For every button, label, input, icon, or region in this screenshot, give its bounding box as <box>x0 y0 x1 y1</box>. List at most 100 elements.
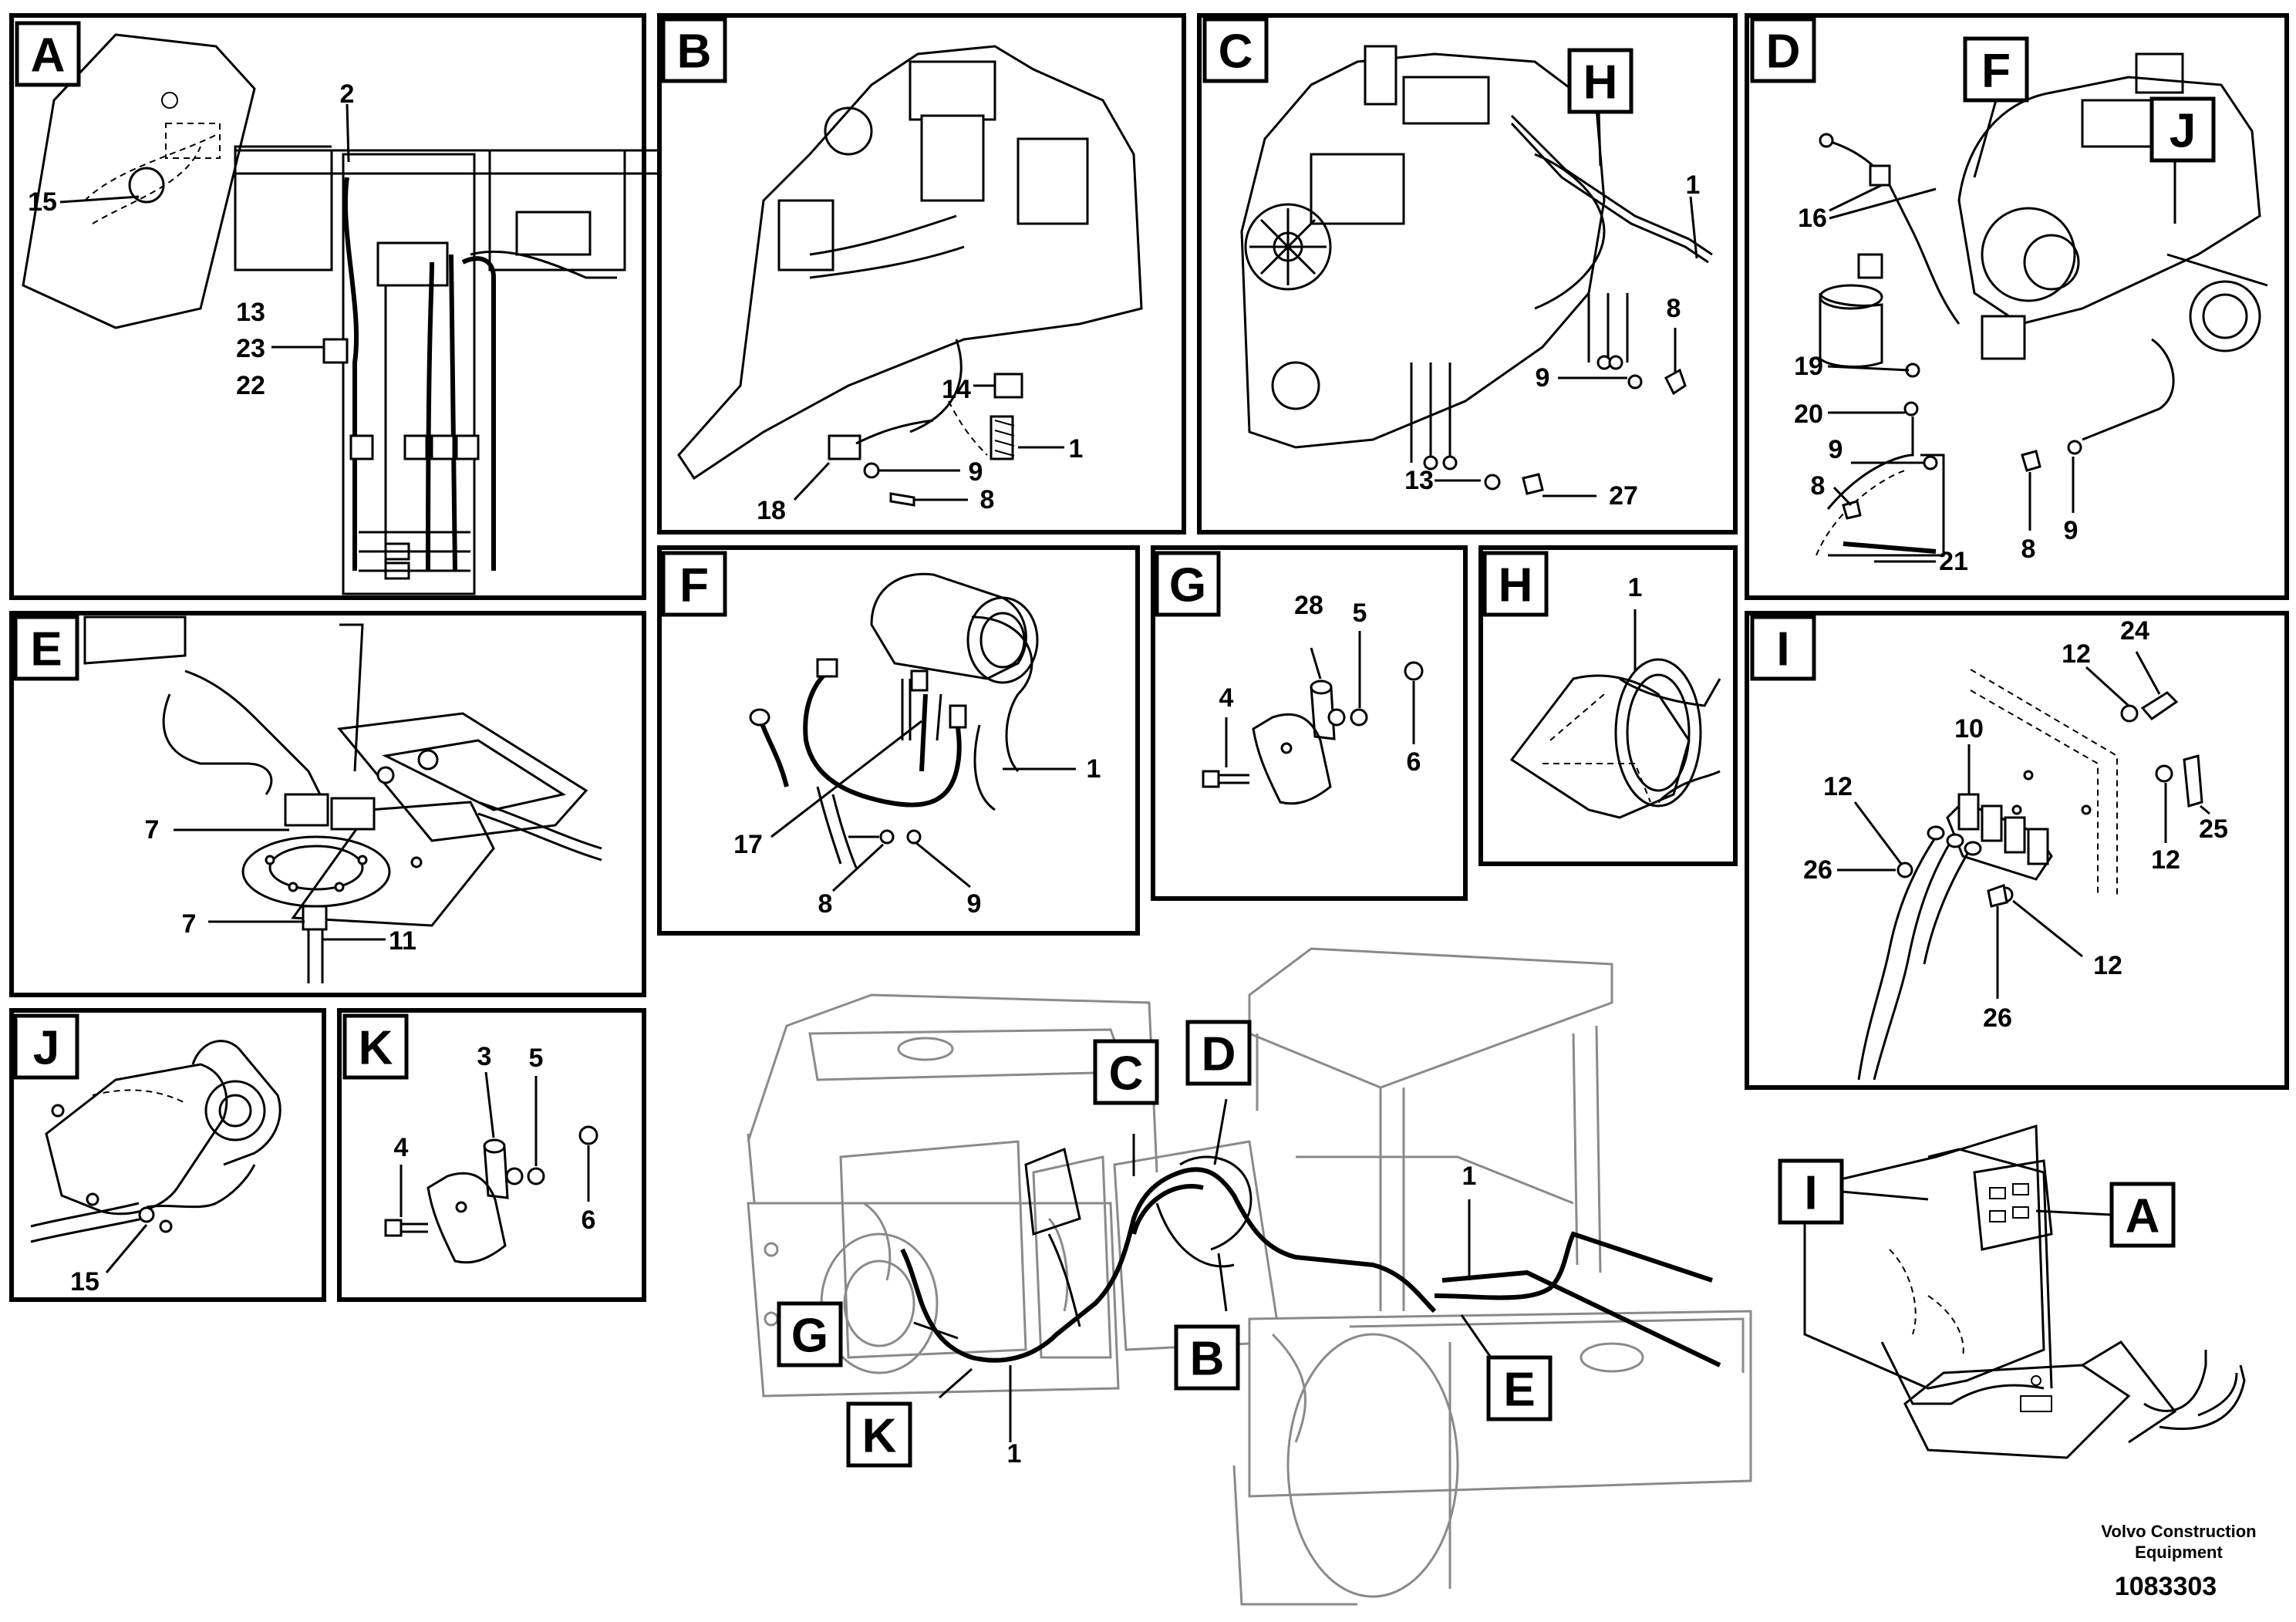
leader <box>1597 111 1602 167</box>
panel-k-label-box <box>342 1013 409 1080</box>
panel-a-label-box <box>15 21 81 87</box>
panel-g-label: G <box>1169 559 1206 612</box>
panel-e-label: E <box>30 623 62 676</box>
callout: 21 <box>1939 547 1968 576</box>
leader <box>1213 1098 1228 1165</box>
callout: 8 <box>1811 471 1826 501</box>
callout: 18 <box>757 496 786 525</box>
panel-f-drawing <box>749 572 1039 868</box>
callout: 1 <box>1686 170 1701 200</box>
drawing-number: 1083303 <box>2115 1572 2217 1601</box>
callout: 4 <box>394 1133 409 1162</box>
panel-d-sub-label-f-box <box>1963 36 2029 103</box>
callout: 6 <box>1407 747 1421 777</box>
panel-j-label: J <box>33 1022 59 1075</box>
leader <box>1310 647 1322 679</box>
callout: 24 <box>2120 616 2149 646</box>
leader <box>2200 804 2210 815</box>
overview-label-g-box <box>777 1301 843 1367</box>
callout: 11 <box>389 926 416 956</box>
overview-label-e-box <box>1486 1355 1553 1421</box>
panel-d-label-box <box>1750 17 1816 83</box>
callout: 1 <box>1069 434 1084 464</box>
panel-g-drawing <box>1202 661 1424 805</box>
control-panel-overview: I A <box>1778 1124 2246 1459</box>
overview-label-e: E <box>1503 1364 1535 1417</box>
callout: 3 <box>477 1042 492 1071</box>
panel-i-label-box <box>1750 615 1816 681</box>
leader <box>484 1071 495 1138</box>
leader <box>346 103 350 163</box>
callout: 8 <box>818 889 833 919</box>
overview-callout: 1 <box>1007 1439 1022 1469</box>
overview-label-c: C <box>1109 1047 1144 1101</box>
leader <box>1853 801 1903 865</box>
leader <box>793 461 831 501</box>
callout: 5 <box>1353 599 1367 628</box>
panel-b: 14 1 9 18 8 B <box>657 13 1186 534</box>
callout: 8 <box>2021 534 2036 564</box>
leader <box>770 720 922 838</box>
overview-label-k: K <box>862 1410 897 1463</box>
control-panel-drawing <box>1803 1124 2246 1459</box>
callout: 17 <box>733 830 763 859</box>
panel-j-label-box <box>13 1013 79 1080</box>
leader <box>1827 365 1910 372</box>
callout: 26 <box>1803 855 1832 885</box>
callout: 25 <box>2199 814 2228 844</box>
callout: 12 <box>2062 639 2091 669</box>
callout: 10 <box>1954 714 1984 744</box>
leader <box>2085 666 2130 707</box>
panel-c-sub-label-box <box>1567 48 1633 114</box>
panel-b-label: B <box>677 25 712 79</box>
panel-d-sub-label-f: F <box>1981 45 2011 98</box>
overview-label-c-box <box>1093 1039 1159 1105</box>
leader <box>1829 184 1883 212</box>
leader <box>1841 1190 1929 1201</box>
overview-label-g: G <box>791 1310 828 1363</box>
leader <box>1973 99 1998 178</box>
panel-e: 7 7 11 E <box>9 611 646 997</box>
panel-h: 1 H <box>1478 545 1738 866</box>
callout: 12 <box>2151 845 2180 875</box>
overview-label-k-box <box>846 1401 912 1468</box>
leader <box>913 1321 959 1340</box>
overview-machine: 1 1 C D G B K E <box>747 947 1752 1606</box>
panel-i-drawing <box>1857 669 2203 1081</box>
panel-a-drawing <box>22 33 669 595</box>
panel-h-drawing <box>1509 658 1721 819</box>
panel-h-label-box <box>1482 551 1549 617</box>
panel-f-label-box <box>661 551 727 617</box>
callout: 9 <box>2064 516 2079 545</box>
callout: 27 <box>1609 481 1638 511</box>
leader <box>1689 196 1698 259</box>
callout: 22 <box>236 371 265 400</box>
callout: 9 <box>967 889 982 919</box>
callout: 15 <box>28 187 57 217</box>
panel-f: 1 17 8 9 F <box>657 545 1140 936</box>
callout: 8 <box>980 485 995 514</box>
panel-k: 3 5 4 6 K <box>337 1008 646 1302</box>
callout: 1 <box>1087 754 1101 784</box>
company-name-line2: Equipment <box>2135 1543 2223 1562</box>
panel-e-label-box <box>13 615 79 681</box>
callout: 19 <box>1794 352 1823 381</box>
panel-b-drawing <box>677 45 1143 507</box>
callout: 1 <box>1628 573 1643 602</box>
callout: 26 <box>1983 1003 2012 1033</box>
leader <box>915 841 971 889</box>
callout: 7 <box>145 815 160 845</box>
panel-f-label: F <box>679 559 709 612</box>
panel-j-drawing <box>30 1040 282 1243</box>
panel-c: 1 8 9 13 27 H C <box>1197 13 1738 534</box>
company-name-line1: Volvo Construction <box>2101 1522 2256 1541</box>
callout: 5 <box>529 1044 544 1073</box>
callout: 12 <box>2093 951 2122 980</box>
panel-d-label: D <box>1766 25 1801 79</box>
leader <box>939 1367 973 1399</box>
callout: 2 <box>340 79 355 109</box>
callout: 28 <box>1294 591 1323 620</box>
callout: 20 <box>1794 400 1823 429</box>
panel-c-sub-label: H <box>1583 56 1618 110</box>
